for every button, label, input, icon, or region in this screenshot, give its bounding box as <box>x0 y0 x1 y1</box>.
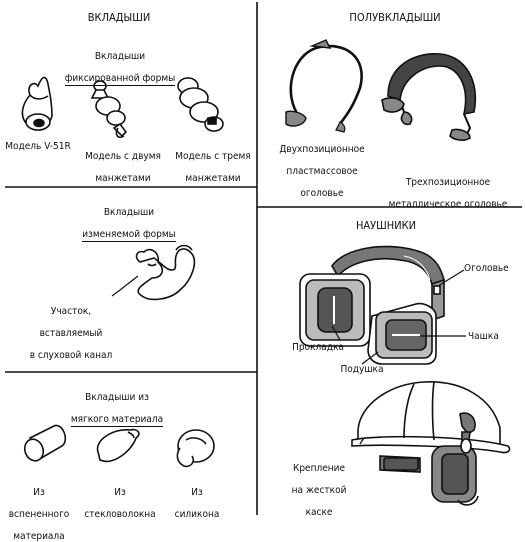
canal-insert-part-label: Участок, вставляемый в слуховой канал <box>26 295 116 361</box>
silicone-label-line1: Из <box>191 487 203 498</box>
shapeable-inserts-heading: Вкладыши изменяемой формы <box>74 196 184 242</box>
fiberglass-label-line1: Из <box>114 487 126 498</box>
plastic-headband-label: Двухпозиционное пластмассовое оголовье <box>272 133 372 199</box>
model-v51r-label: Модель V-51R <box>5 141 71 152</box>
plastic-headband-line1: Двухпозиционное <box>279 144 365 155</box>
silicone-earplug-illustration <box>176 429 215 468</box>
inserts-title: ВКЛАДЫШИ <box>87 11 151 24</box>
fiberglass-earplug-illustration <box>96 428 140 463</box>
earmuffs-illustration <box>299 245 445 365</box>
fiberglass-label-line2: стекловолокна <box>84 509 156 520</box>
hard-hat-mount-label: Крепление на жесткой каске <box>284 452 354 518</box>
plastic-headband-semi-insert-illustration <box>285 39 363 133</box>
hard-hat-mount-line3: каске <box>305 507 333 518</box>
metal-headband-line1: Трехпозиционное <box>405 177 491 188</box>
foam-label-line3: материала <box>13 531 65 542</box>
foam-earplug-illustration <box>23 424 67 462</box>
model-three-flange-label-line1: Модель с тремя <box>175 151 251 162</box>
semi-inserts-title: ПОЛУВКЛАДЫШИ <box>349 11 441 24</box>
silicone-earplug-label: Из силикона <box>162 476 232 520</box>
fixed-inserts-title-line1: Вкладыши <box>94 51 146 62</box>
silicone-label-line2: силикона <box>174 509 220 520</box>
model-two-flange-label-line2: манжетами <box>95 173 151 184</box>
foam-label-line2: вспененного <box>8 509 70 520</box>
soft-inserts-heading: Вкладыши из мягкого материала <box>62 381 172 427</box>
shapeable-earplug-illustration <box>135 244 196 301</box>
earplug-v51r-illustration <box>21 76 53 131</box>
plastic-headband-line2: пластмассовое <box>286 166 358 177</box>
headband-label: Оголовье <box>464 263 509 274</box>
foam-label-line1: Из <box>33 487 45 498</box>
earmuffs-title: НАУШНИКИ <box>355 219 417 232</box>
helmet-earmuffs-illustration <box>351 381 511 506</box>
pad-label: Прокладка <box>292 342 344 353</box>
pointer-line-canal <box>111 275 139 297</box>
earplug-two-flange-illustration <box>90 80 128 139</box>
shapeable-inserts-title-line1: Вкладыши <box>103 207 155 218</box>
fiberglass-earplug-label: Из стекловолокна <box>82 476 158 520</box>
hard-hat-mount-line2: на жесткой <box>291 485 347 496</box>
model-two-flange-label-line1: Модель с двумя <box>85 151 161 162</box>
shapeable-inserts-title-line2: изменяемой формы <box>82 229 176 242</box>
metal-headband-label: Трехпозиционное металлическое оголовье <box>380 166 516 210</box>
fixed-inserts-heading: Вкладыши фиксированной формы <box>60 40 180 86</box>
earplug-three-flange-illustration <box>177 77 224 132</box>
fixed-inserts-title-line2: фиксированной формы <box>64 73 176 86</box>
canal-insert-part-line3: в слуховой канал <box>29 350 113 361</box>
cushion-label: Подушка <box>340 364 384 375</box>
canal-insert-part-line2: вставляемый <box>39 328 103 339</box>
canal-insert-part-line1: Участок, <box>50 306 92 317</box>
model-three-flange-label-line2: манжетами <box>185 173 241 184</box>
hard-hat-mount-line1: Крепление <box>292 463 346 474</box>
soft-inserts-title-line1: Вкладыши из <box>85 392 149 403</box>
model-two-flange-label: Модель с двумя манжетами <box>80 140 166 184</box>
metal-headband-semi-insert-illustration <box>381 53 477 141</box>
metal-headband-line2: металлическое оголовье <box>388 199 508 210</box>
diagram-artwork <box>5 2 522 515</box>
model-three-flange-label: Модель с тремя манжетами <box>170 140 256 184</box>
soft-inserts-title-line2: мягкого материала <box>70 414 164 427</box>
earmuff-leader-lines <box>331 269 466 445</box>
foam-earplug-label: Из вспененного материала <box>4 476 74 542</box>
plastic-headband-line3: оголовье <box>300 188 344 199</box>
cup-label: Чашка <box>468 331 499 342</box>
